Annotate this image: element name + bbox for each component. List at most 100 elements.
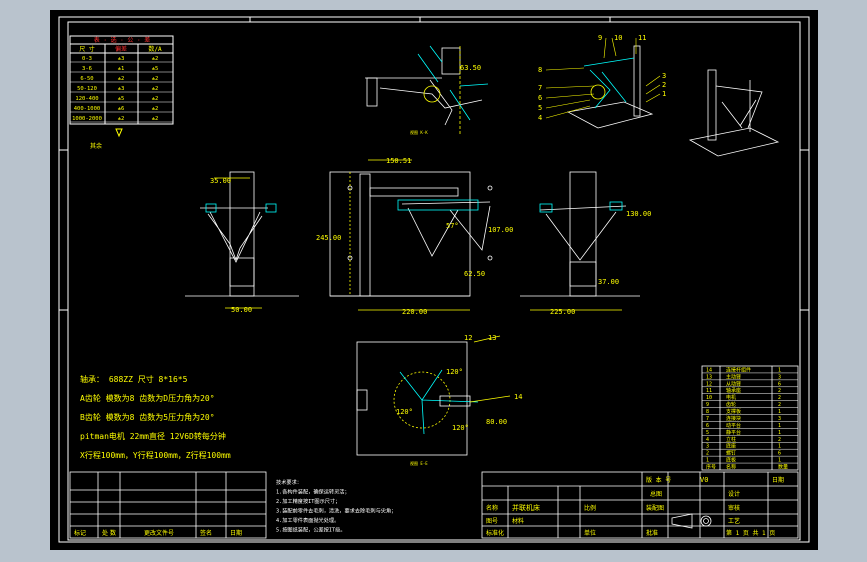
bom-cell: 11 (706, 388, 712, 394)
tol-header-num: 数/A (148, 45, 162, 53)
dim-120c: 120° (452, 424, 469, 432)
tb-check: 审核 (728, 504, 740, 512)
bom-cell: 支撑板 (726, 408, 741, 415)
bom-cell: 从动臂 (726, 380, 741, 387)
bom-cell: 1 (778, 423, 781, 429)
balloon-9: 9 (598, 34, 602, 42)
balloon-13: 13 (488, 334, 496, 342)
bom-cell: 7 (706, 416, 709, 422)
bom-cell: 6 (778, 451, 781, 457)
bom-cell: 4 (706, 437, 709, 443)
bom-cell: 底板 (726, 457, 736, 464)
tb-revision: 版 本 号 (646, 476, 671, 484)
bom-cell: 1 (778, 444, 781, 450)
tol-note: 其余 (90, 142, 102, 150)
tech-notes: 技术要求： 1.各构件装配，确保运转灵活；2.加工精度按IT图示尺寸； 3.装配前零… (276, 478, 396, 534)
tol-header-dev: 偏差 (115, 45, 127, 53)
tol-cell: ±3 (118, 86, 125, 92)
bom-cell: 主动臂 (726, 373, 741, 380)
l-view-label: 视图 E-E (410, 460, 428, 466)
bom-cell: 8 (706, 409, 709, 415)
tech-note-line: 3.装配前零件去毛刺，清洗，要求去除毛刺与尖角； (276, 507, 396, 515)
dim-220: 220.00 (402, 308, 427, 316)
bom-cell: 1 (778, 367, 781, 373)
balloon-12: 12 (464, 334, 472, 342)
revision-label: 数 (110, 529, 116, 537)
tol-cell: ±3 (118, 56, 125, 62)
tb-scale: 比例 (584, 504, 596, 512)
projection-symbol-icon (671, 513, 693, 529)
balloon-10: 10 (614, 34, 622, 42)
revision-label: 更改文件号 (144, 529, 174, 537)
tol-cell: 400-1000 (74, 106, 101, 112)
iso-view-right (688, 69, 780, 157)
outer-frame (58, 16, 810, 543)
tech-note-line: 5.按图纸装配，公差按IT级。 (276, 526, 346, 534)
bom-header-cell: 序号 (706, 464, 716, 471)
revision-label: 标记 (74, 529, 86, 537)
bom-header-cell: 数量 (778, 464, 788, 471)
tol-cell: ±2 (152, 76, 159, 82)
bom-cell: 3 (778, 416, 781, 422)
spec-line: A齿轮 模数为8 齿数为D压力角为20° (80, 393, 215, 403)
dim-120a: 120° (446, 368, 463, 376)
tol-cell: 6-50 (80, 76, 93, 82)
tb-std: 标准化 (486, 529, 504, 537)
revision-block: 标记处数更改文件号签名日期 (69, 471, 267, 539)
dim-130: 130.00 (626, 210, 651, 218)
dim-35: 35.00 (210, 177, 231, 185)
spec-line: 轴承： 688ZZ 尺寸 8*16*5 (80, 374, 188, 384)
plan-view: 120° 120° 120° 80.00 12 13 14 视图 E-E (356, 334, 522, 466)
bom-cell: 2 (778, 402, 781, 408)
side-view-right: 130.00 37.00 225.00 (520, 171, 651, 316)
bom-cell: 动平台 (726, 422, 741, 429)
dim-50: 50.00 (231, 306, 252, 314)
tol-cell: ±6 (118, 106, 125, 112)
bom-cell: 螺钉 (726, 450, 736, 457)
tol-cell: 50-120 (77, 86, 97, 92)
tb-approve: 批准 (646, 529, 658, 537)
projection-circle-icon (700, 515, 712, 527)
dim-120b: 120° (396, 408, 413, 416)
bom-cell: 底座 (726, 443, 736, 450)
tol-cell: ±5 (152, 66, 159, 72)
tol-cell: ±2 (152, 106, 159, 112)
tol-header-size: 尺 寸 (79, 45, 95, 53)
tol-cell: ±2 (152, 56, 159, 62)
balloon-4: 4 (538, 114, 542, 122)
balloon-5: 5 (538, 104, 542, 112)
spec-line: pitman电机 22mm直径 12V6D转每分钟 (80, 431, 226, 441)
bom-cell: 连接杆组件 (726, 366, 751, 373)
tb-revision-val: V0 (700, 476, 708, 484)
tol-cell: ±2 (152, 86, 159, 92)
bom-cell: 齿轮 (726, 401, 736, 408)
revision-label: 签名 (200, 529, 212, 537)
tb-material: 材料 (512, 517, 524, 525)
bom-cell: 12 (706, 381, 712, 387)
tech-note-line: 技术要求： (276, 478, 302, 486)
bom-cell: 14 (706, 367, 712, 373)
tb-sheet: 第 1 页 共 1 页 (726, 529, 775, 537)
balloon-3: 3 (662, 72, 666, 80)
balloon-2: 2 (662, 81, 666, 89)
tech-note-line: 1.各构件装配，确保运转灵活； (276, 488, 350, 496)
dim-37: 37.00 (598, 278, 619, 286)
tol-cell: ±2 (118, 116, 125, 122)
tb-cd: 图号 (486, 518, 498, 525)
tol-cell: 1000-2000 (72, 116, 102, 122)
tol-cell: 120-400 (75, 96, 98, 102)
balloon-11: 11 (638, 34, 646, 42)
bom-cell: 连接块 (726, 415, 741, 422)
dim-62-50: 62.50 (464, 270, 485, 278)
top-view-k: 63.50 视图 K-K (365, 45, 489, 136)
roughness-icon (115, 128, 123, 138)
tech-note-line: 2.加工精度按IT图示尺寸； (276, 497, 340, 505)
balloon-1: 1 (662, 90, 666, 98)
dim-225: 225.00 (550, 308, 575, 316)
bom-cell: 2 (778, 437, 781, 443)
spec-line: B齿轮 模数为8 齿数为5压力角为20° (80, 412, 215, 422)
bom-cell: 1 (778, 458, 781, 464)
